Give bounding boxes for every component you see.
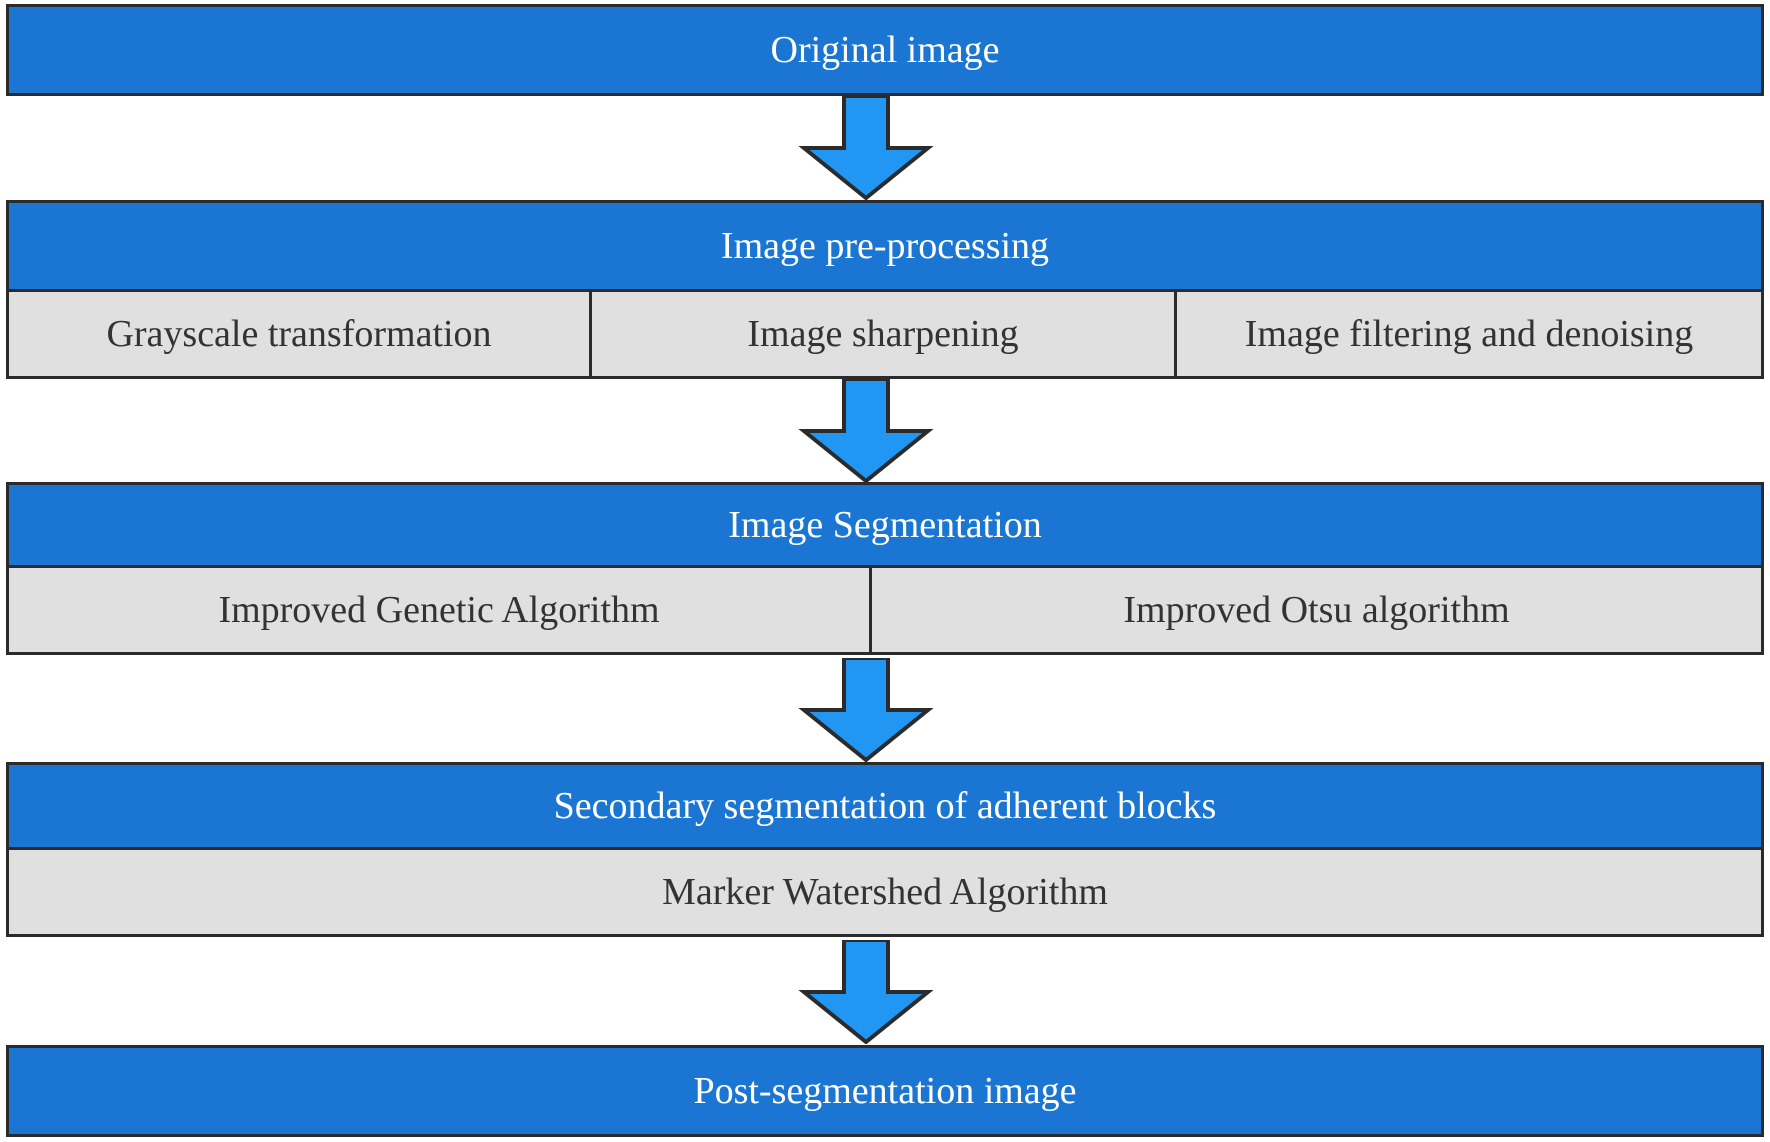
substep-image-filtering-denoising-label: Image filtering and denoising bbox=[1244, 313, 1694, 355]
step-image-preprocessing: Image pre-processing bbox=[6, 200, 1764, 292]
substep-improved-otsu-algorithm: Improved Otsu algorithm bbox=[869, 565, 1764, 655]
substep-marker-watershed-algorithm: Marker Watershed Algorithm bbox=[6, 847, 1764, 937]
step-post-segmentation-image: Post-segmentation image bbox=[6, 1045, 1764, 1137]
step-original-image-label: Original image bbox=[770, 29, 1000, 71]
substep-image-sharpening: Image sharpening bbox=[589, 289, 1177, 379]
step-image-preprocessing-label: Image pre-processing bbox=[720, 225, 1050, 267]
step-post-segmentation-image-label: Post-segmentation image bbox=[693, 1070, 1077, 1112]
step-image-segmentation: Image Segmentation bbox=[6, 482, 1764, 568]
step-image-segmentation-label: Image Segmentation bbox=[728, 504, 1042, 546]
substep-improved-genetic-algorithm-label: Improved Genetic Algorithm bbox=[218, 589, 660, 631]
flow-arrow-2 bbox=[798, 379, 934, 483]
flow-arrow-1 bbox=[798, 96, 934, 200]
step-original-image: Original image bbox=[6, 4, 1764, 96]
flow-arrow-3 bbox=[798, 658, 934, 762]
substep-improved-genetic-algorithm: Improved Genetic Algorithm bbox=[6, 565, 872, 655]
flow-arrow-4 bbox=[798, 940, 934, 1044]
step-secondary-segmentation-label: Secondary segmentation of adherent block… bbox=[553, 785, 1217, 827]
substep-improved-otsu-algorithm-label: Improved Otsu algorithm bbox=[1123, 589, 1510, 631]
substep-image-filtering-denoising: Image filtering and denoising bbox=[1174, 289, 1764, 379]
substep-marker-watershed-algorithm-label: Marker Watershed Algorithm bbox=[662, 871, 1108, 913]
step-secondary-segmentation: Secondary segmentation of adherent block… bbox=[6, 762, 1764, 850]
substep-grayscale-transformation-label: Grayscale transformation bbox=[106, 313, 492, 355]
substep-grayscale-transformation: Grayscale transformation bbox=[6, 289, 592, 379]
substep-image-sharpening-label: Image sharpening bbox=[747, 313, 1019, 355]
